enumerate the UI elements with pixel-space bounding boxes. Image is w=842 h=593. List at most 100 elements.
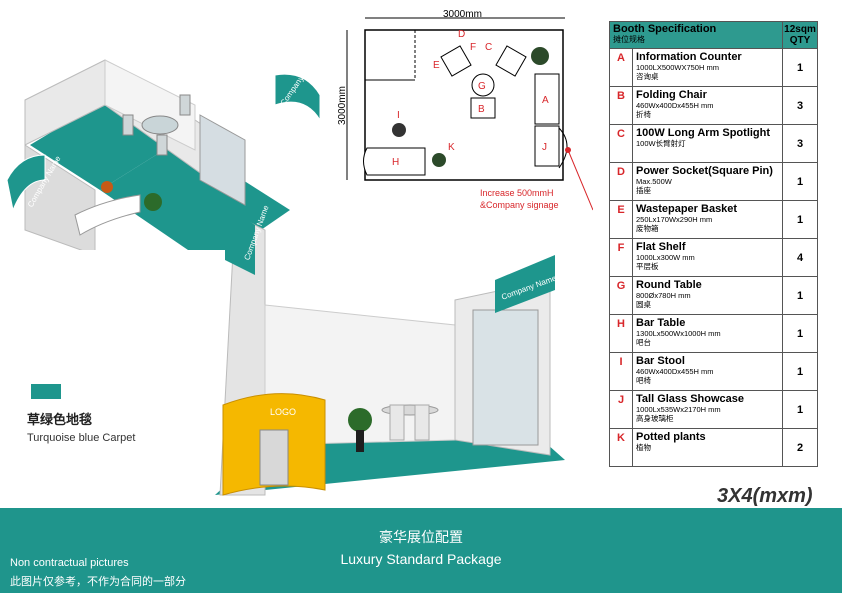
- plan-marker-I: I: [397, 110, 400, 121]
- plan-marker-G: G: [478, 81, 486, 92]
- booth-size-label: 3X4(mxm): [717, 485, 813, 507]
- spec-item-qty: 3: [782, 124, 818, 163]
- spec-item-name: Bar Table: [636, 317, 686, 329]
- spec-item-name: Bar Stool: [636, 355, 685, 367]
- spec-item-qty: 3: [782, 86, 818, 125]
- spec-item-code: I: [609, 352, 633, 391]
- spec-qty-header-1: 12sqm: [784, 24, 816, 35]
- spec-item-cn: 高身玻璃柜: [636, 414, 674, 423]
- spec-item-name: 100W Long Arm Spotlight: [636, 127, 771, 139]
- spec-item-code: J: [609, 390, 633, 429]
- spec-item-cn: 折椅: [636, 110, 651, 119]
- signage-note-line1: Increase 500mmH: [480, 188, 554, 198]
- spec-item-qty: 1: [782, 352, 818, 391]
- spec-item-name: Power Socket(Square Pin): [636, 165, 773, 177]
- spec-item-code: C: [609, 124, 633, 163]
- spec-item-dims: 1000Lx300W mm: [636, 253, 695, 262]
- plan-marker-E: E: [433, 60, 440, 71]
- spec-item-code: E: [609, 200, 633, 239]
- plan-marker-D: D: [458, 29, 465, 40]
- plan-marker-J: J: [542, 142, 547, 153]
- spec-item-dims: 460Wx400Dx455H mm: [636, 101, 714, 110]
- spec-item-cn: 咨询桌: [636, 72, 659, 81]
- spec-item-cn: 植物: [636, 443, 651, 452]
- spec-item-code: B: [609, 86, 633, 125]
- spec-item-dims: Max.500W: [636, 177, 672, 186]
- footer-bar: [0, 508, 842, 593]
- spec-item-qty: 4: [782, 238, 818, 277]
- spec-qty-header-2: QTY: [789, 35, 811, 46]
- spec-item-name: Folding Chair: [636, 89, 707, 101]
- plan-width-dim: 3000mm: [443, 10, 482, 20]
- spec-item-cn: 100W长臂射灯: [636, 139, 686, 148]
- spec-item-code: K: [609, 428, 633, 467]
- disclaimer-cn: 此图片仅参考，不作为合同的一部分: [10, 576, 186, 588]
- plan-marker-H: H: [392, 157, 399, 168]
- spec-item-cn: 废物箱: [636, 224, 659, 233]
- spec-item-name: Wastepaper Basket: [636, 203, 738, 215]
- spec-item-cn: 插座: [636, 186, 651, 195]
- spec-item-code: A: [609, 48, 633, 87]
- spec-item-name: Information Counter: [636, 51, 742, 63]
- plan-marker-C: C: [485, 42, 492, 53]
- carpet-label-cn: 草绿色地毯: [27, 412, 93, 427]
- plan-marker-K: K: [448, 142, 455, 153]
- spec-item-qty: 1: [782, 162, 818, 201]
- spec-item-qty: 1: [782, 276, 818, 315]
- spec-item-cn: 吧台: [636, 338, 651, 347]
- spec-item-qty: 1: [782, 48, 818, 87]
- signage-note: Increase 500mmH &Company signage: [480, 187, 559, 211]
- spec-item-dims: 1000LX500WX750H mm: [636, 63, 719, 72]
- signage-note-line2: &Company signage: [480, 200, 559, 210]
- spec-item-dims: 250Lx170Wx290H mm: [636, 215, 713, 224]
- spec-item-code: F: [609, 238, 633, 277]
- spec-item-code: G: [609, 276, 633, 315]
- spec-item-name: Round Table: [636, 279, 702, 291]
- spec-header-row: Booth Specification 摊位规格 12sqm QTY: [609, 21, 818, 49]
- carpet-label-en: Turquoise blue Carpet: [27, 432, 136, 444]
- spec-item-dims: 800Øx780H mm: [636, 291, 691, 300]
- plan-marker-F: F: [470, 42, 476, 53]
- plan-marker-B: B: [478, 104, 485, 115]
- floor-plan: 3000mm 3000mm 1000mm 1000mm D C E F G B …: [337, 10, 593, 211]
- spec-item-qty: 1: [782, 314, 818, 353]
- spec-item-name: Potted plants: [636, 431, 706, 443]
- spec-item-name: Tall Glass Showcase: [636, 393, 745, 405]
- footer-title-cn: 豪华展位配置: [379, 529, 463, 545]
- spec-item-dims: 460Wx400Dx455H mm: [636, 367, 714, 376]
- carpet-color-swatch: [31, 384, 61, 399]
- footer-title-en: Luxury Standard Package: [340, 551, 502, 567]
- spec-item-qty: 2: [782, 428, 818, 467]
- logo-text: LOGO: [270, 407, 296, 417]
- spec-header-cn: 摊位规格: [613, 35, 645, 44]
- spec-item-code: D: [609, 162, 633, 201]
- spec-header-en: Booth Specification: [613, 23, 717, 35]
- spec-item-cn: 吧椅: [636, 376, 651, 385]
- plan-height-dim: 3000mm: [337, 86, 348, 125]
- spec-item-name: Flat Shelf: [636, 241, 686, 253]
- spec-item-cn: 平层板: [636, 262, 659, 271]
- spec-item-qty: 1: [782, 200, 818, 239]
